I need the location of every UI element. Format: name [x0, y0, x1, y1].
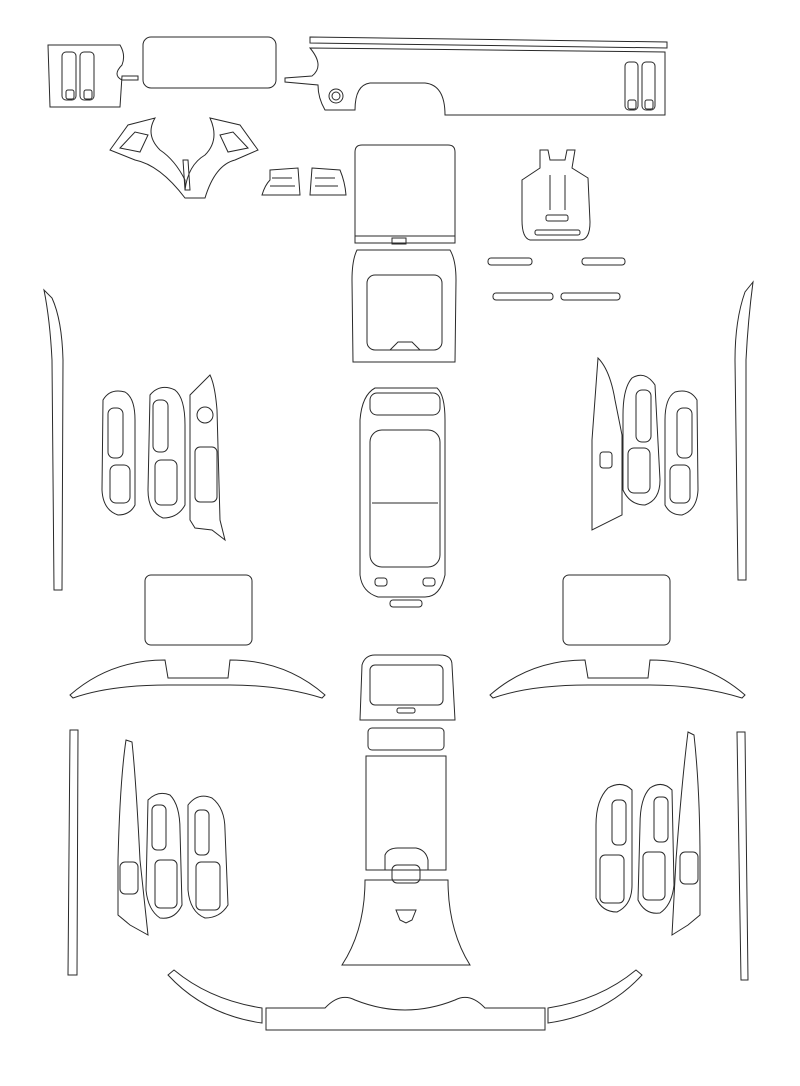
steering-wheel-trim — [109, 117, 259, 199]
rear-right-door-panels — [595, 731, 701, 936]
instrument-screen-piece — [142, 36, 277, 89]
front-right-pillar — [734, 280, 754, 581]
dashboard-top-strip — [309, 36, 668, 49]
trim-strip-2 — [581, 257, 626, 266]
bottom-right-arc-trim — [547, 969, 643, 1024]
rear-left-pillar — [67, 729, 79, 976]
bottom-left-arc-trim — [167, 969, 263, 1024]
steering-button-left — [261, 167, 301, 196]
center-armrest-piece — [359, 387, 446, 598]
right-seatback-trim — [489, 659, 746, 699]
console-lid-piece — [354, 144, 456, 245]
rear-right-screen-piece — [562, 574, 671, 646]
front-left-pillar — [43, 288, 64, 591]
front-right-door-panels — [591, 356, 699, 531]
armrest-small-strip — [389, 599, 423, 608]
rear-console-screen-piece — [359, 654, 456, 721]
dashboard-left-piece — [47, 44, 139, 108]
gear-shifter-piece — [521, 149, 591, 241]
trim-strip-4 — [560, 292, 621, 301]
dashboard-right-piece — [284, 47, 666, 116]
trim-strip-1 — [487, 257, 533, 266]
center-tunnel-piece — [341, 727, 471, 966]
trim-strip-3 — [492, 292, 554, 301]
rear-right-pillar — [736, 731, 749, 981]
bottom-center-trim — [265, 996, 546, 1031]
left-seatback-trim — [69, 659, 326, 699]
console-storage-piece — [351, 249, 457, 363]
rear-left-screen-piece — [144, 574, 253, 646]
rear-left-door-panels — [117, 739, 229, 936]
steering-button-right — [309, 167, 347, 196]
front-left-door-panels — [101, 374, 226, 542]
